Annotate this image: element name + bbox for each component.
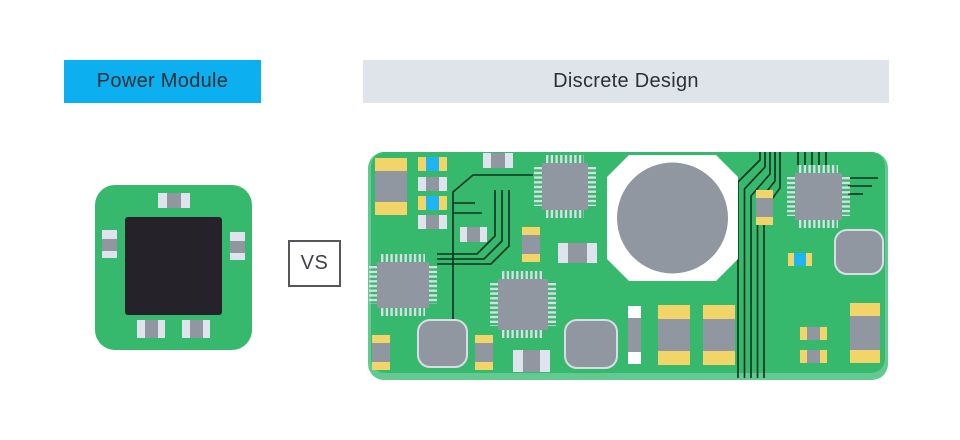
capacitor-bottom-1 (658, 305, 690, 365)
passive-gray-1 (418, 177, 447, 191)
passive-yellow-small-2 (800, 350, 827, 363)
power-package-mid (564, 319, 618, 369)
qfp-chip-center (490, 271, 556, 338)
vs-badge-text: VS (300, 252, 329, 274)
passive-blue-1 (418, 157, 447, 171)
power-module-label: Power Module (64, 60, 261, 103)
power-package-right (834, 229, 884, 275)
passive-bottom-2 (182, 320, 210, 338)
qfp-chip-right (787, 165, 850, 228)
passive-left (102, 230, 117, 258)
discrete-design-label: Discrete Design (363, 60, 889, 103)
passive-yellow-small-1 (800, 327, 827, 340)
inductor-coil-body (617, 162, 728, 274)
power-package-left (417, 319, 468, 368)
capacitor-bottom-right (850, 303, 880, 363)
qfp-chip-top (534, 155, 596, 218)
capacitor-right-small (756, 190, 773, 225)
passive-right (230, 232, 245, 260)
passive-mid (460, 227, 487, 242)
qfp-chip-left (369, 254, 437, 316)
passive-bottom-center (513, 350, 550, 372)
inductor-coil (607, 155, 738, 281)
capacitor-bottom-mid (475, 335, 493, 370)
passive-top-center (483, 153, 513, 168)
power-module-ic-chip (125, 217, 222, 315)
passive-blue-right (788, 253, 812, 266)
passive-bottom-1 (137, 320, 165, 338)
vs-badge: VS (288, 240, 341, 287)
passive-top (158, 193, 190, 208)
passive-gray-2 (418, 215, 447, 229)
capacitor-big-left (375, 158, 407, 215)
capacitor-mid-vert (522, 227, 540, 262)
passive-thin-white (628, 306, 641, 364)
passive-blue-2 (418, 196, 447, 210)
discrete-design-label-text: Discrete Design (553, 70, 699, 92)
power-module-board-graphic (95, 185, 252, 350)
discrete-design-board-graphic (368, 152, 888, 380)
capacitor-bottom-2 (703, 305, 735, 365)
passive-mid-right (558, 243, 597, 263)
capacitor-bottom-left (372, 335, 390, 370)
copper-traces-left (437, 174, 533, 320)
power-module-label-text: Power Module (96, 70, 229, 92)
